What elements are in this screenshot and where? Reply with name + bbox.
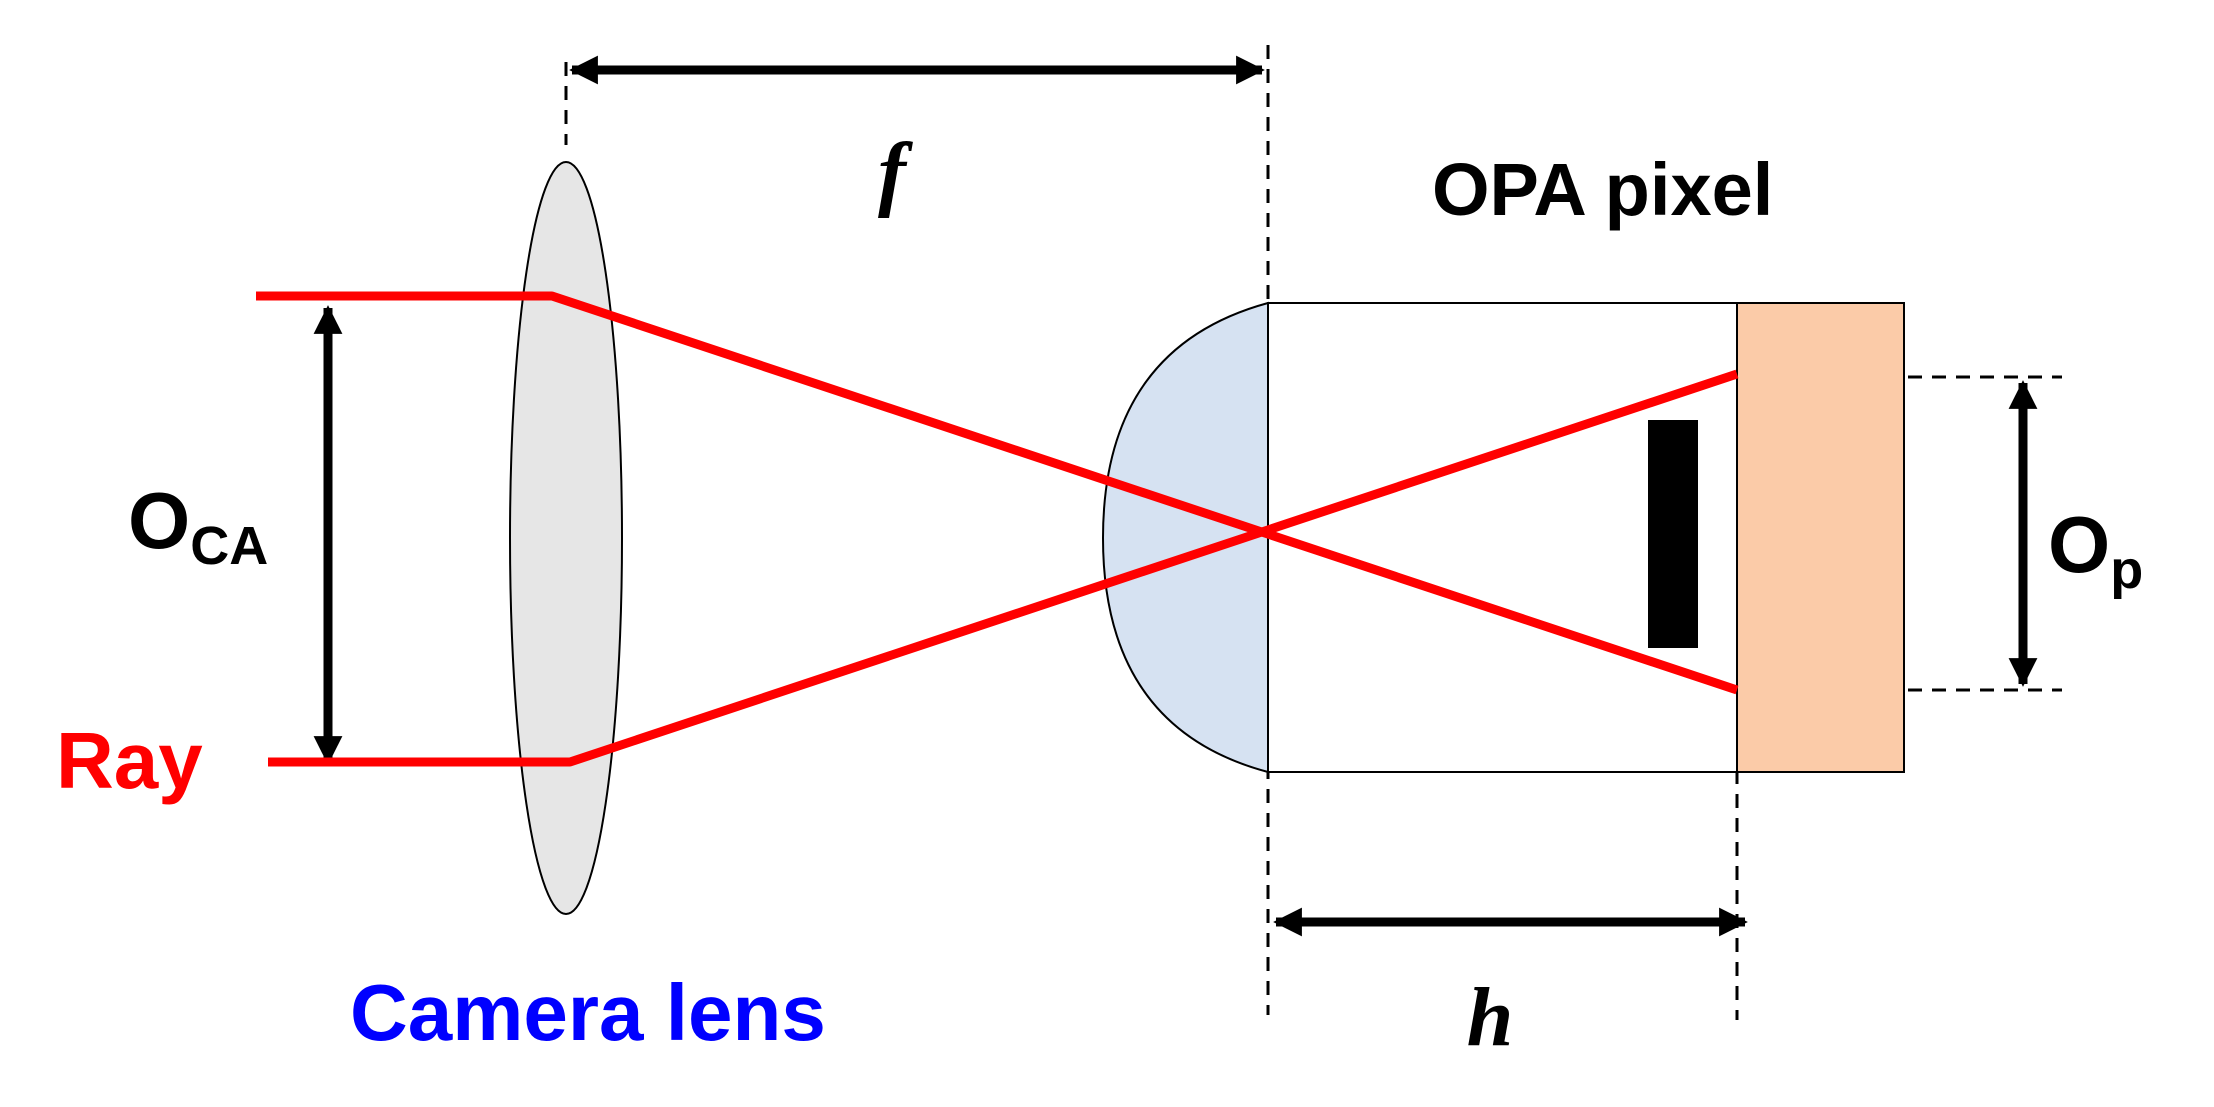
op-label: Op	[2048, 500, 2143, 600]
microlens	[1101, 301, 1269, 774]
photodiode	[1736, 302, 1905, 773]
op-subscript: p	[2110, 540, 2143, 600]
oca-label: OCA	[128, 476, 268, 576]
oca-main: O	[128, 476, 190, 565]
camera-lens-shape	[509, 161, 623, 915]
camera-lens-label: Camera lens	[350, 968, 826, 1057]
height-label: h	[1467, 971, 1514, 1064]
op-main: O	[2048, 500, 2110, 589]
focal-length-label: f	[878, 126, 913, 219]
ray-label: Ray	[56, 716, 203, 805]
oca-subscript: CA	[190, 516, 268, 576]
opa-pixel-label: OPA pixel	[1432, 148, 1773, 231]
ray-upper	[256, 291, 1739, 695]
metal-shield	[1648, 420, 1698, 648]
ray-lower	[268, 369, 1739, 767]
